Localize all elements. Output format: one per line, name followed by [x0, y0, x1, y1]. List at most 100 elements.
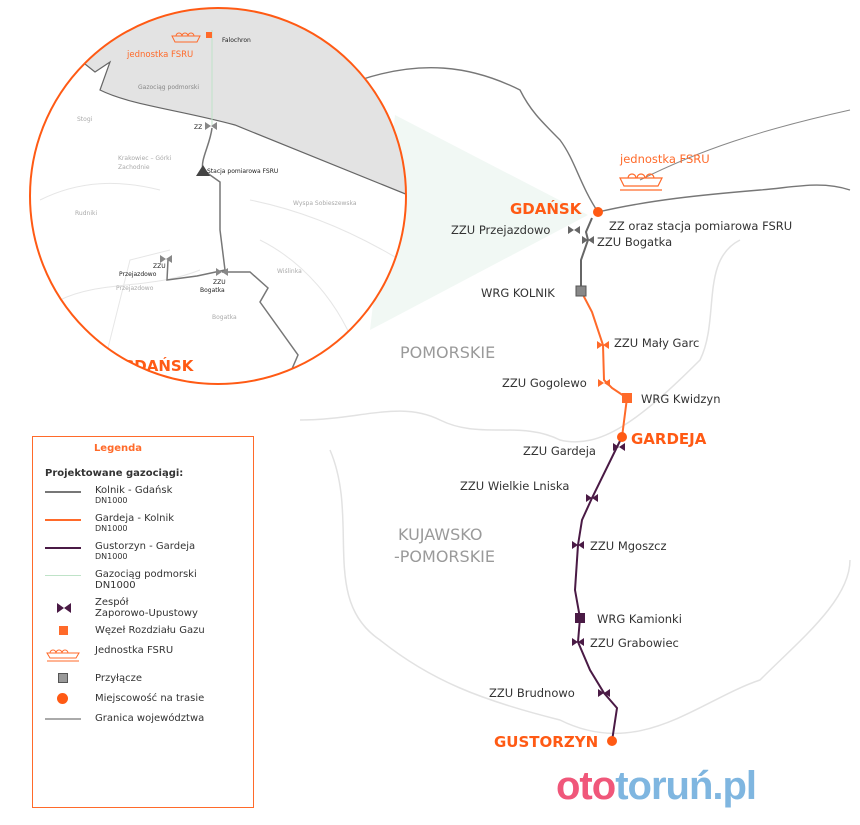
valve-icon	[597, 341, 609, 349]
legend-item-wrg: Węzeł Rozdziału Gazu	[45, 625, 253, 639]
city-gdansk: GDAŃSK	[510, 199, 583, 218]
logo-part-pl: .pl	[712, 764, 757, 808]
legend-sub: DN1000	[95, 552, 128, 561]
inset-breakwater-icon	[206, 32, 212, 38]
legend-sub: DN1000	[95, 524, 128, 533]
legend-label: Jednostka FSRU	[95, 645, 174, 656]
valve-icon	[613, 443, 625, 451]
inset-border	[29, 7, 407, 385]
pipeline-gustorzyn-gardeja	[573, 436, 623, 742]
inset-label-krakowiec: Krakowiec – Górki	[118, 155, 172, 162]
legend-item-granica: Granica województwa	[45, 713, 253, 727]
label-grabowiec: ZZU Grabowiec	[590, 636, 679, 650]
label-przejazdowo: ZZU Przejazdowo	[451, 223, 550, 237]
city-gardeja: GARDEJA	[631, 430, 707, 448]
inset-label-zzu1: ZZU	[153, 263, 166, 270]
label-bogatka: ZZU Bogatka	[597, 235, 672, 249]
region-pomorskie: POMORSKIE	[400, 343, 495, 362]
region-kujawsko: KUJAWSKO	[398, 525, 482, 544]
city-dot-icon	[57, 693, 68, 704]
legend-label: Gazociąg podmorski	[95, 569, 197, 580]
legend-label: Granica województwa	[95, 713, 205, 724]
line-swatch	[45, 491, 81, 493]
legend-label: Miejscowość na trasie	[95, 693, 205, 704]
inset-label-bogatka-node: Bogatka	[200, 287, 225, 294]
valve-icon	[598, 689, 610, 697]
label-fsru: jednostka FSRU	[619, 152, 710, 166]
inset-label-gazociag: Gazociąg podmorski	[138, 84, 199, 91]
wrg-icon-kwidzyn	[622, 393, 632, 403]
logo-part-torun: toruń	[615, 764, 713, 808]
valve-icon	[598, 379, 610, 387]
inset-label-zzu2: ZZU	[213, 279, 226, 286]
legend-label: Gardeja - Kolnik	[95, 513, 175, 524]
legend-sub: DN1000	[95, 580, 136, 591]
fsru-ship-icon	[619, 173, 663, 191]
wrg-icon-kamionki	[575, 613, 585, 623]
legend-item-przylacze: Przyłącze	[45, 673, 253, 687]
label-kolnik: WRG KOLNIK	[481, 286, 555, 300]
city-dot-gdansk	[593, 207, 603, 217]
inset-map: jednostka FSRU Falochron Gazociąg podmor…	[30, 8, 406, 384]
city-gustorzyn: GUSTORZYN	[494, 733, 598, 751]
inset-triangle-icon	[196, 165, 210, 176]
inset-label-zachodnie: Zachodnie	[118, 164, 150, 171]
logo-part-oto: oto	[556, 764, 616, 808]
line-swatch	[45, 519, 81, 521]
inset-label-bogatka-area: Bogatka	[212, 314, 237, 321]
pipeline-gardeja-kolnik	[580, 290, 629, 438]
valve-icons	[568, 226, 625, 697]
valve-icon	[572, 541, 584, 549]
inset-zoom-wedge	[370, 115, 588, 330]
line-swatch	[45, 547, 81, 549]
inset-label-fsru: jednostka FSRU	[126, 50, 193, 60]
legend-item-fsru: Jednostka FSRU	[45, 645, 253, 667]
region-pomorskie-2: -POMORSKIE	[394, 547, 495, 566]
label-maly-garc: ZZU Mały Garc	[614, 336, 699, 350]
label-kwidzyn: WRG Kwidzyn	[641, 392, 721, 406]
voivodeship-border	[299, 239, 851, 735]
inset-label-rudniki: Rudniki	[75, 210, 97, 217]
city-dot-gardeja	[617, 432, 627, 442]
label-zz-fsru: ZZ oraz stacja pomiarowa FSRU	[609, 219, 792, 233]
line-swatch	[45, 718, 81, 720]
inset-label-gdansk: GDAŃSK	[122, 356, 195, 375]
inset-label-wyspa: Wyspa Sobieszewska	[293, 200, 357, 207]
legend-label: Węzeł Rozdziału Gazu	[95, 625, 205, 636]
legend-label: Zespół	[95, 597, 129, 608]
label-kamionki: WRG Kamionki	[597, 612, 682, 626]
pipeline-kolnik-gdansk	[580, 217, 593, 291]
valve-icon	[572, 638, 584, 646]
legend-label: Kolnik - Gdańsk	[95, 485, 173, 496]
inset-label-wislinka: Wiślinka	[277, 268, 302, 275]
legend-title: Legenda	[93, 443, 143, 454]
label-brudnowo: ZZU Brudnowo	[489, 686, 575, 700]
inset-label-przejazdowo-node: Przejazdowo	[119, 271, 157, 278]
coastline	[359, 66, 851, 213]
fsru-ship-icon	[46, 649, 80, 662]
legend-sub: Zaporowo-Upustowy	[95, 608, 198, 619]
inset-label-zz: ZZ	[194, 124, 202, 131]
valve-icon	[568, 226, 580, 234]
inset-label-stogi: Stogi	[77, 116, 93, 123]
city-dot-gustorzyn	[607, 736, 617, 746]
connection-icon	[58, 673, 68, 683]
wrg-icon	[59, 626, 68, 635]
legend-item-miejscowosc: Miejscowość na trasie	[45, 693, 253, 707]
line-swatch	[45, 575, 81, 576]
valve-icon	[57, 603, 71, 613]
label-wielkie-lniska: ZZU Wielkie Lniska	[460, 479, 569, 493]
legend-label: Przyłącze	[95, 673, 143, 684]
label-gogolewo: ZZU Gogolewo	[502, 376, 587, 390]
ototorun-logo: ototoruń.pl	[556, 764, 757, 809]
coastline-2	[639, 109, 851, 181]
inset-label-stacja: Stacja pomiarowa FSRU	[207, 168, 278, 175]
legend-label: Gustorzyn - Gardeja	[95, 541, 196, 552]
